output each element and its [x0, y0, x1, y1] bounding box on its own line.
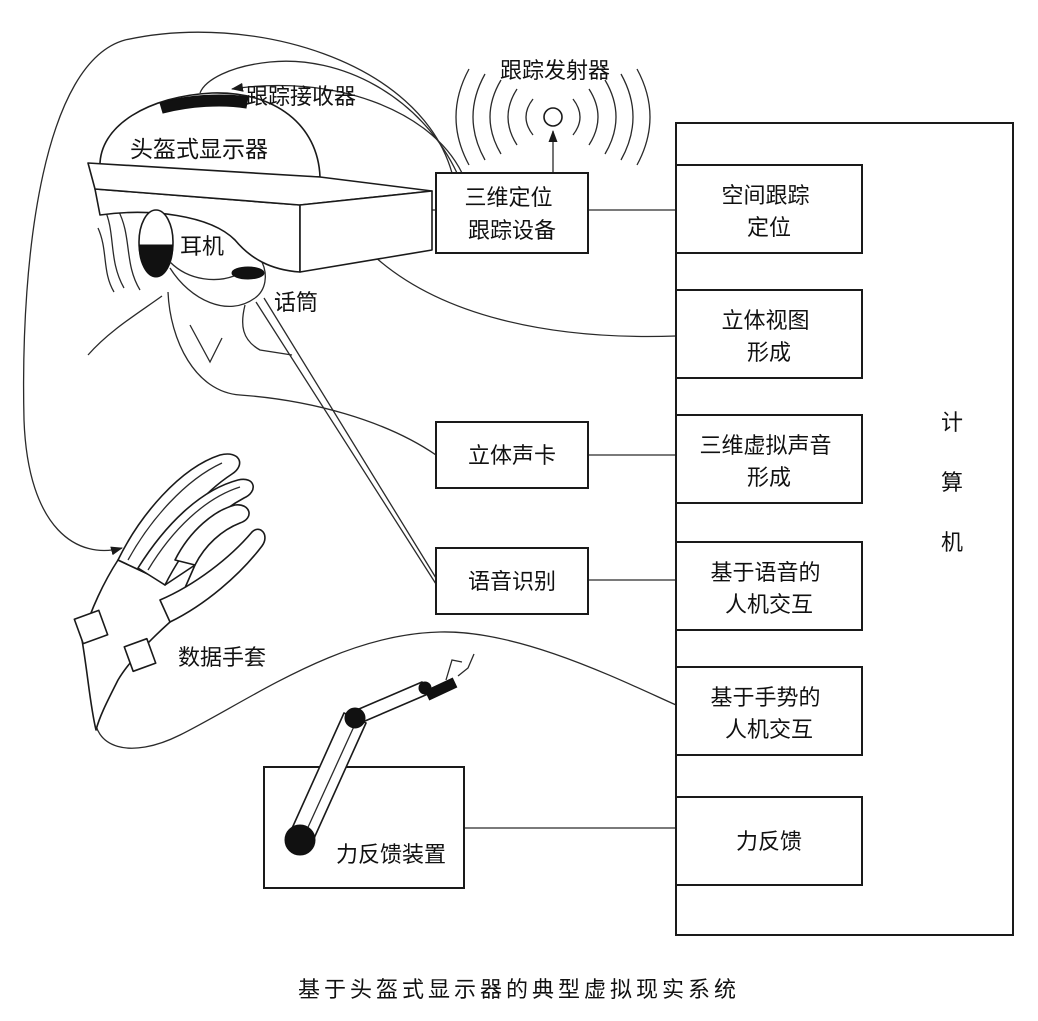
wire-stereo-view-to-helmet	[357, 239, 677, 338]
face-and-neck-icon	[87, 261, 293, 364]
wire-soundcard-to-earphone	[167, 291, 437, 456]
wire-tracker-to-helmet	[199, 60, 458, 174]
tracking-device-box	[435, 172, 589, 254]
module-gesture-interaction	[675, 666, 863, 756]
tracker-emitter-label: 跟踪发射器	[500, 59, 610, 84]
module-gesture-interaction-label: 基于手势的 人机交互	[710, 686, 827, 743]
emitter-wave-icon	[455, 68, 651, 166]
visor-front	[299, 190, 433, 273]
visor-side	[94, 188, 301, 273]
tracking-device-label: 三维定位 跟踪设备	[464, 186, 559, 244]
interface-boxes: 三维定位 跟踪设备 立体声卡 语音识别	[435, 172, 589, 615]
computer-label-char: 计	[941, 411, 963, 436]
module-3d-sound	[675, 414, 863, 504]
module-spatial-tracking-label: 空间跟踪 定位	[721, 184, 816, 241]
emitter-icon	[543, 107, 563, 127]
wire-tracker-to-receiver	[231, 82, 463, 174]
speech-recognition-box	[435, 547, 589, 615]
computer-label-char: 机	[941, 531, 963, 556]
hmd-label: 头盔式显示器	[130, 137, 268, 163]
figure-caption: 基于头盔式显示器的典型虚拟现实系统	[298, 978, 740, 1003]
microphone-icon	[169, 261, 265, 281]
sound-card-box	[435, 421, 589, 489]
robot-arm-icon	[284, 653, 475, 856]
microphone-label: 话筒	[274, 291, 318, 316]
glove-icon	[73, 453, 266, 731]
wire-speech-to-microphone-2	[255, 301, 437, 585]
module-stereo-view	[675, 289, 863, 379]
computer-label-char: 算	[941, 471, 963, 496]
data-glove-label: 数据手套	[178, 646, 266, 671]
data-glove: 数据手套	[73, 453, 266, 731]
wire-speech-to-microphone	[263, 297, 437, 579]
module-voice-interaction	[675, 541, 863, 631]
tracker-receiver-icon	[159, 94, 249, 114]
module-3d-sound-label: 三维虚拟声音 形成	[699, 434, 838, 491]
computer: 计 算 机 空间跟踪 定位 立体视图 形成 三维虚拟声音 形成 基于语音的 人机…	[675, 122, 1014, 936]
head-mounted-display: 跟踪接收器 头盔式显示器 耳机 话筒	[87, 85, 433, 364]
wire-tracker-to-glove	[22, 31, 453, 556]
module-voice-interaction-label: 基于语音的 人机交互	[710, 561, 827, 618]
speech-recognition-label: 语音识别	[468, 570, 556, 595]
module-force-feedback-label: 力反馈	[736, 830, 802, 855]
module-spatial-tracking	[675, 164, 863, 254]
tracker-receiver-label: 跟踪接收器	[246, 85, 356, 110]
tracker-emitter: 跟踪发射器	[455, 59, 651, 166]
hair-icon	[97, 207, 141, 293]
force-device-label: 力反馈装置	[336, 843, 446, 868]
wire-gesture-to-glove	[94, 631, 677, 749]
module-stereo-view-label: 立体视图 形成	[721, 309, 816, 366]
sound-card-label: 立体声卡	[468, 444, 556, 469]
earphone-label: 耳机	[180, 235, 224, 260]
module-force-feedback	[675, 796, 863, 886]
force-feedback-device: 力反馈装置	[263, 653, 475, 889]
earphone-icon	[138, 209, 174, 278]
helmet-dome	[99, 92, 321, 178]
connectors	[22, 31, 677, 829]
